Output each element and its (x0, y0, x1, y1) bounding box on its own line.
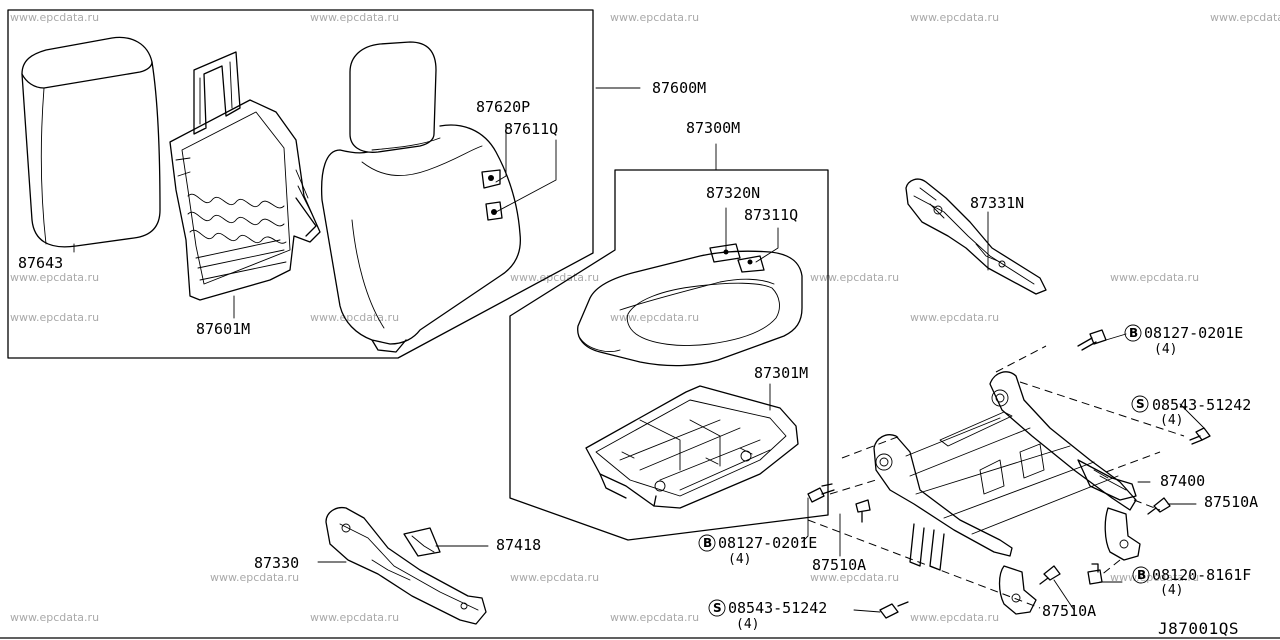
watermark: www.epcdata.ru (1110, 571, 1199, 584)
fastener-code: 08127-0201E (1144, 324, 1243, 342)
part-label: 87510A (812, 556, 866, 574)
part-label: 87300M (686, 119, 740, 137)
cushion-87300M (577, 243, 803, 367)
fastener-callout: S 08543-51242 (4) (708, 599, 827, 632)
fastener-code: 08543-51242 (1152, 396, 1251, 414)
watermark: www.epcdata.ru (910, 311, 999, 324)
watermark: www.epcdata.ru (310, 11, 399, 24)
part-label: 87311Q (744, 206, 798, 224)
fastener-qty: (4) (1154, 342, 1177, 357)
watermark: www.epcdata.ru (310, 311, 399, 324)
part-label: 87331N (970, 194, 1024, 212)
bolt-icon (1077, 329, 1107, 351)
fastener-callout: B 08127-0201E (4) (698, 534, 817, 567)
watermark: www.epcdata.ru (610, 611, 699, 624)
watermark: www.epcdata.ru (10, 311, 99, 324)
bolt-icon (1039, 565, 1061, 585)
watermark: www.epcdata.ru (910, 611, 999, 624)
part-label: 87400 (1160, 472, 1205, 490)
part-label: 87601M (196, 320, 250, 338)
watermark: www.epcdata.ru (310, 611, 399, 624)
watermark: www.epcdata.ru (210, 571, 299, 584)
watermark-grid: www.epcdata.ru www.epcdata.ru www.epcdat… (10, 11, 1280, 624)
watermark: www.epcdata.ru (810, 271, 899, 284)
part-label: 87320N (706, 184, 760, 202)
watermark: www.epcdata.ru (510, 571, 599, 584)
part-label: 87330 (254, 554, 299, 572)
cushion-frame-87301M (585, 385, 799, 509)
side-cover-87330 (325, 506, 487, 625)
bolt-icon (855, 499, 871, 523)
fastener-qty: (4) (728, 552, 751, 567)
watermark: www.epcdata.ru (610, 311, 699, 324)
part-label: 87510A (1204, 493, 1258, 511)
seat-back-group-outline (7, 9, 594, 359)
fastener-callout: B 08127-0201E (4) (1124, 324, 1243, 357)
back-pad-87643 (21, 36, 161, 248)
part-label: 87620P (476, 98, 530, 116)
bolt-icon (879, 601, 909, 619)
fastener-qty: (4) (1160, 413, 1183, 428)
fastener-code: 08127-0201E (718, 534, 817, 552)
watermark: www.epcdata.ru (610, 11, 699, 24)
side-cover-87331N (905, 178, 1047, 295)
fastener-code: 08120-8161F (1152, 566, 1251, 584)
bolt-icon (1087, 563, 1103, 585)
fastener-qty: (4) (1160, 583, 1183, 598)
cover-87418 (403, 527, 441, 557)
part-label: 87611Q (504, 120, 558, 138)
watermark: www.epcdata.ru (810, 571, 899, 584)
seat-track-87400 (873, 371, 1141, 615)
watermark: www.epcdata.ru (510, 271, 599, 284)
fastener-qty: (4) (736, 617, 759, 632)
part-labels: 87643 87601M 87620P 87611Q 87600M 87300M… (18, 79, 1258, 620)
fastener-prefix: S (713, 601, 722, 615)
watermark: www.epcdata.ru (910, 11, 999, 24)
watermark: www.epcdata.ru (10, 271, 99, 284)
back-frame-87601M (169, 51, 321, 301)
diagram-code: J87001QS (1158, 619, 1239, 638)
part-label: 87510A (1042, 602, 1096, 620)
leader-lines (73, 87, 1205, 613)
bolt-icon (807, 483, 835, 503)
watermark: www.epcdata.ru (1110, 271, 1199, 284)
bolt-icon (1147, 497, 1171, 515)
fastener-prefix: B (703, 536, 712, 550)
part-label: 87643 (18, 254, 63, 272)
bolts (807, 329, 1211, 619)
cushion-group-outline (509, 169, 829, 541)
watermark: www.epcdata.ru (10, 11, 99, 24)
watermark: www.epcdata.ru (1210, 11, 1280, 24)
part-label: 87600M (652, 79, 706, 97)
watermark: www.epcdata.ru (10, 611, 99, 624)
fastener-callout: B 08120-8161F (4) (1132, 566, 1251, 598)
fastener-code: 08543-51242 (728, 599, 827, 617)
part-label: 87301M (754, 364, 808, 382)
fastener-labels: B 08127-0201E (4) S 08543-51242 (4) B 08… (698, 324, 1251, 632)
bolt-icon (1189, 427, 1211, 445)
fastener-callout: S 08543-51242 (4) (1131, 395, 1251, 428)
fastener-prefix: B (1137, 568, 1146, 582)
dashed-reference-lines (807, 345, 1185, 609)
fastener-prefix: B (1129, 326, 1138, 340)
part-label: 87418 (496, 536, 541, 554)
fastener-prefix: S (1136, 397, 1145, 411)
seat-back-87600M (320, 41, 522, 353)
